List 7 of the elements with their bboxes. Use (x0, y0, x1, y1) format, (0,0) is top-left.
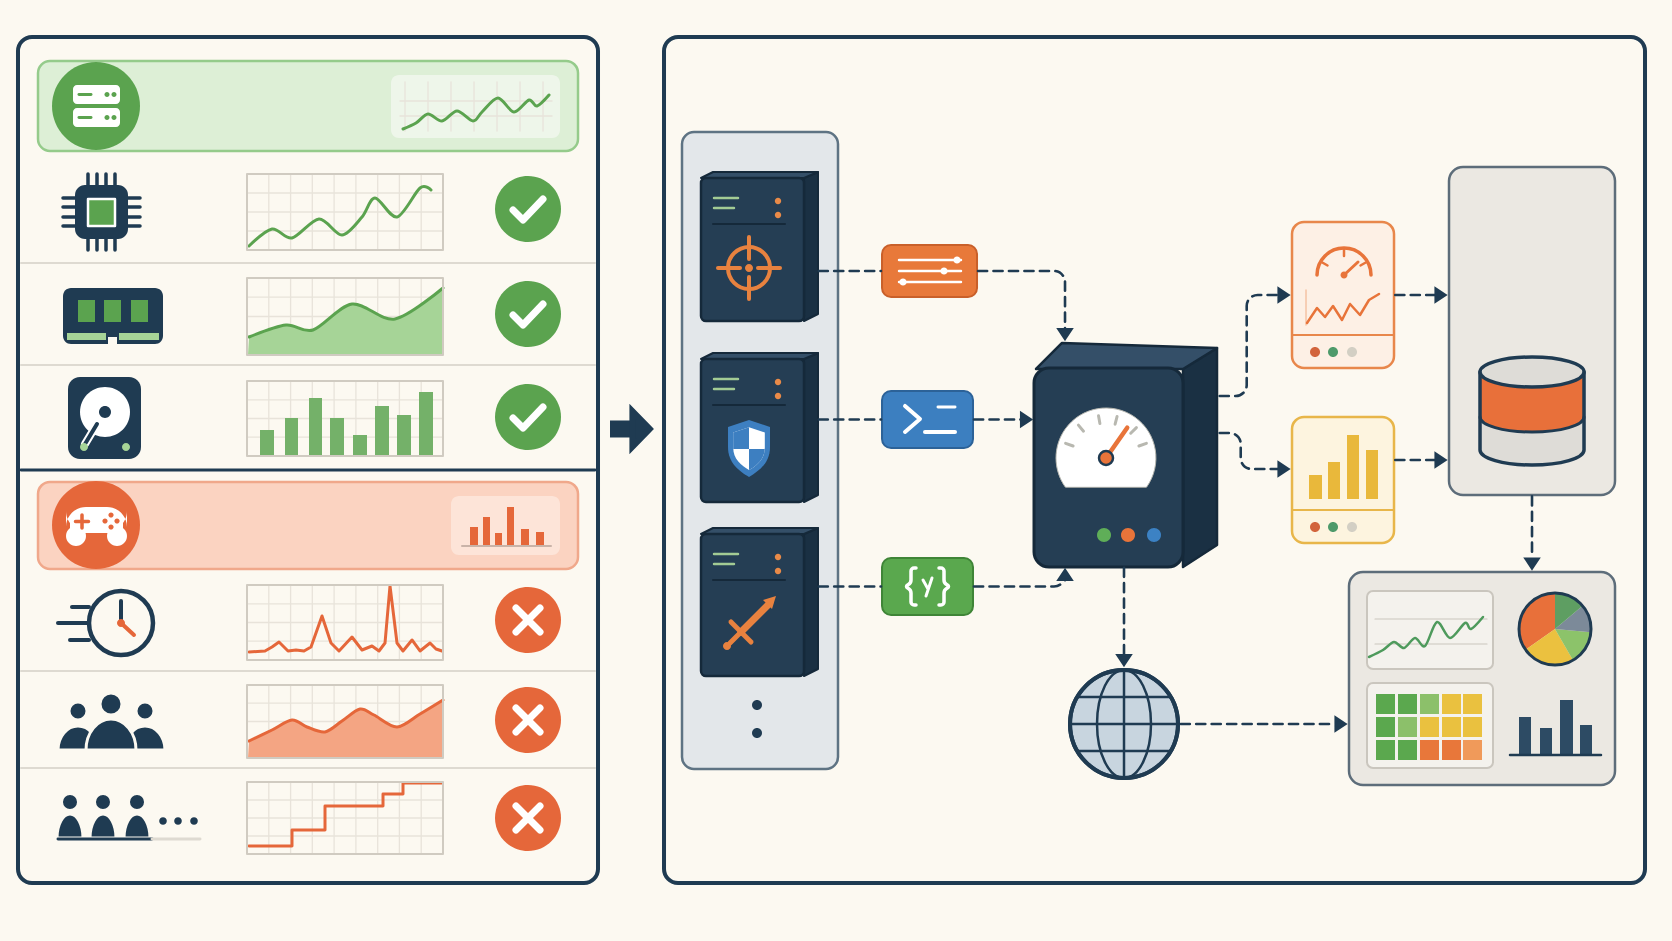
server-tower (699, 171, 819, 323)
code-badge (881, 557, 974, 616)
globe-icon (1068, 668, 1180, 780)
gauge-card (1290, 220, 1396, 370)
sliders-badge (881, 244, 978, 298)
server-tower (699, 527, 819, 678)
terminal-badge (881, 390, 974, 449)
